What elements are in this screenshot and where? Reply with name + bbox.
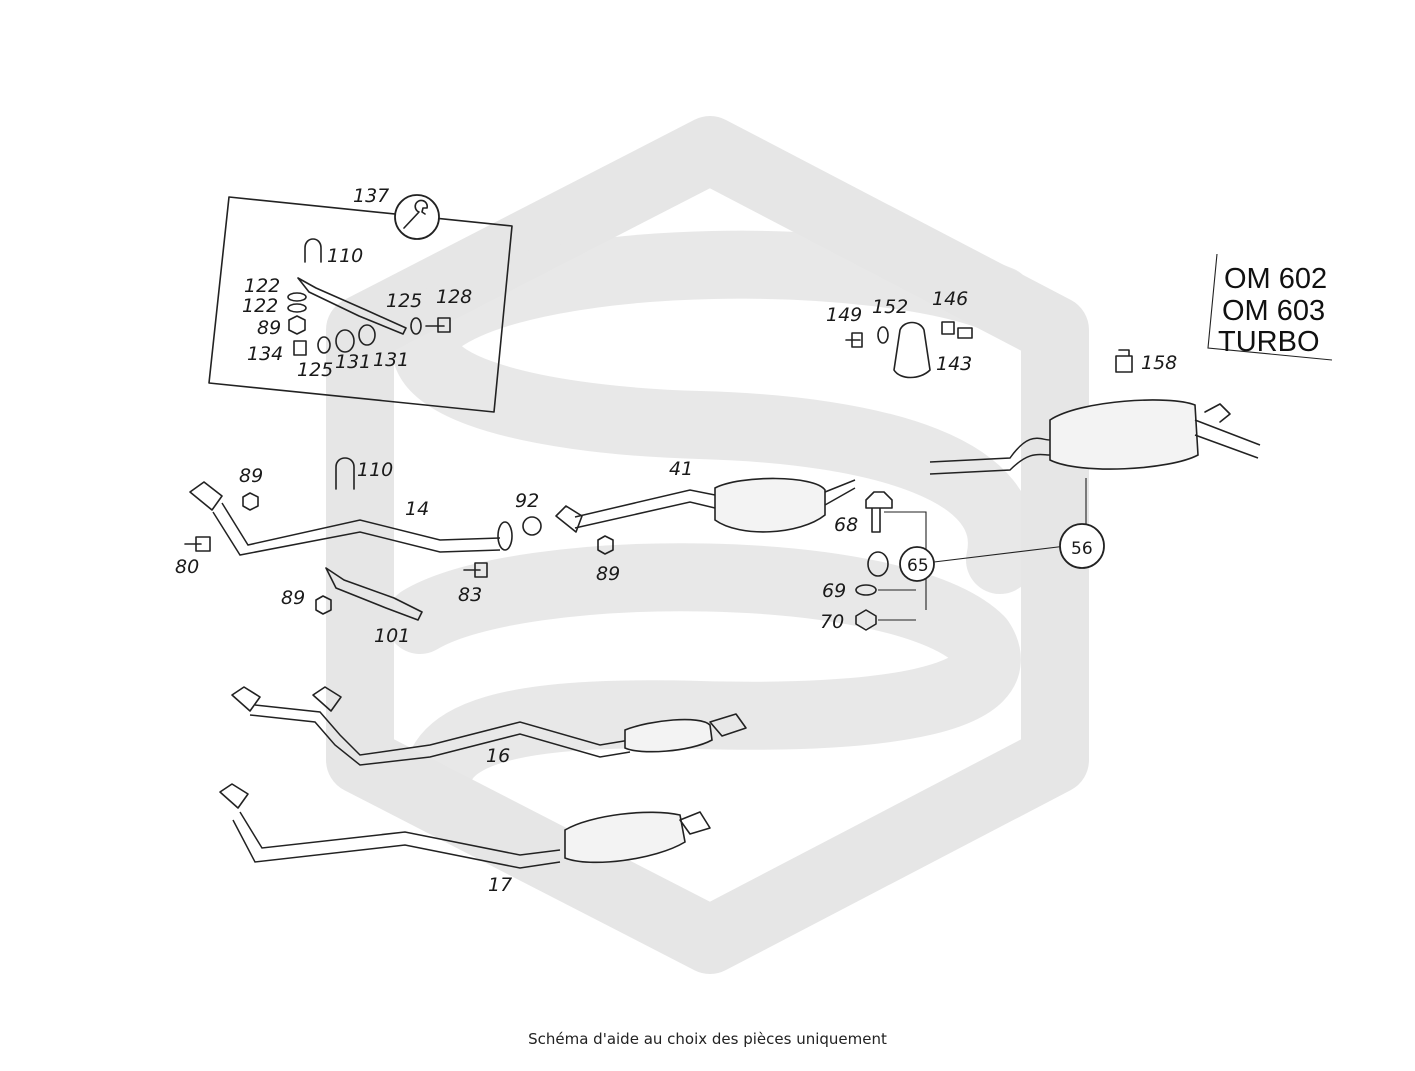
callout-92: 92 [515, 490, 539, 512]
rear-muffler [929, 399, 1261, 475]
bolt-128-icon [425, 317, 451, 333]
nut-89b-icon [315, 595, 332, 615]
callout-41: 41 [669, 458, 693, 480]
callout-65: 65 [907, 556, 929, 576]
callout-152: 152 [872, 296, 908, 318]
rubber-131a-icon [335, 329, 355, 353]
nut-89c-icon [597, 535, 614, 555]
washer-152-icon [877, 326, 889, 344]
bolt-83-icon [463, 562, 488, 578]
u-bolt-110-icon [335, 457, 355, 490]
bump-stop-158-icon [1115, 349, 1133, 373]
engine-code-1: OM 602 [1224, 263, 1327, 295]
callout-56: 56 [1071, 539, 1093, 559]
mounting-kit-box [208, 194, 513, 413]
bolt-134-icon [293, 340, 307, 356]
seal-92-icon [522, 516, 542, 536]
callout-137: 137 [353, 185, 389, 207]
bushing-125-icon [317, 336, 331, 354]
callout-14: 14 [405, 498, 429, 520]
bolt-146-icon [941, 321, 973, 339]
callout-134: 134 [247, 343, 283, 365]
callout-122-a: 122 [244, 275, 280, 297]
washer-69-icon [855, 584, 877, 596]
clamp-icon [867, 551, 889, 577]
callout-122-b: 122 [242, 295, 278, 317]
engine-code-3: TURBO [1218, 326, 1320, 358]
bolt-68-icon [865, 491, 893, 533]
callout-143: 143 [936, 353, 972, 375]
engine-code-box: OM 602 OM 603 TURBO [1207, 253, 1333, 361]
callout-149: 149 [826, 304, 862, 326]
callout-labels: 137 110 122 122 89 134 125 131 131 125 1… [175, 185, 1177, 896]
front-pipe [184, 457, 513, 621]
nut-70-icon [855, 609, 877, 631]
callout-89-d: 89 [281, 587, 305, 609]
callout-89-b: 89 [239, 465, 263, 487]
washer-122b-icon [287, 303, 307, 313]
rubber-131b-icon [358, 324, 376, 346]
bolt-149-icon [845, 332, 863, 348]
watermark-logo [326, 116, 1089, 974]
bolt-80-icon [184, 536, 211, 552]
callout-16: 16 [486, 745, 510, 767]
nut-89-icon [288, 315, 306, 335]
callout-125-b: 125 [386, 290, 422, 312]
bracket-101-icon [325, 567, 423, 621]
hanger-parts [845, 321, 1133, 379]
callout-131-b: 131 [373, 349, 409, 371]
front-pipe-cat-17 [219, 783, 711, 869]
washer-125-icon [410, 317, 422, 335]
callout-101: 101 [374, 625, 410, 647]
engine-code-2: OM 603 [1222, 295, 1325, 327]
u-bolt-110-icon [304, 238, 322, 263]
callout-89-a: 89 [257, 317, 281, 339]
nut-89-icon [242, 492, 259, 511]
callout-80: 80 [175, 556, 199, 578]
rubber-mount-143-icon [893, 321, 931, 379]
caption: Schéma d'aide au choix des pièces unique… [528, 1030, 887, 1048]
front-pipe-cat-16 [231, 686, 747, 766]
callout-110-a: 110 [327, 245, 363, 267]
callout-89-c: 89 [596, 563, 620, 585]
callout-70: 70 [820, 611, 844, 633]
callout-68: 68 [834, 514, 858, 536]
callout-146: 146 [932, 288, 968, 310]
washer-122-icon [287, 292, 307, 302]
callout-83: 83 [458, 584, 482, 606]
callout-110-b: 110 [357, 459, 393, 481]
clamp-assembly [855, 478, 1105, 631]
callout-158: 158 [1141, 352, 1177, 374]
bracket-125-icon [297, 277, 407, 335]
callout-125-a: 125 [297, 359, 333, 381]
callout-69: 69 [822, 580, 846, 602]
callout-128: 128 [436, 286, 472, 308]
center-pipe-resonator [522, 477, 856, 555]
callout-131-a: 131 [335, 351, 371, 373]
callout-17: 17 [488, 874, 512, 896]
